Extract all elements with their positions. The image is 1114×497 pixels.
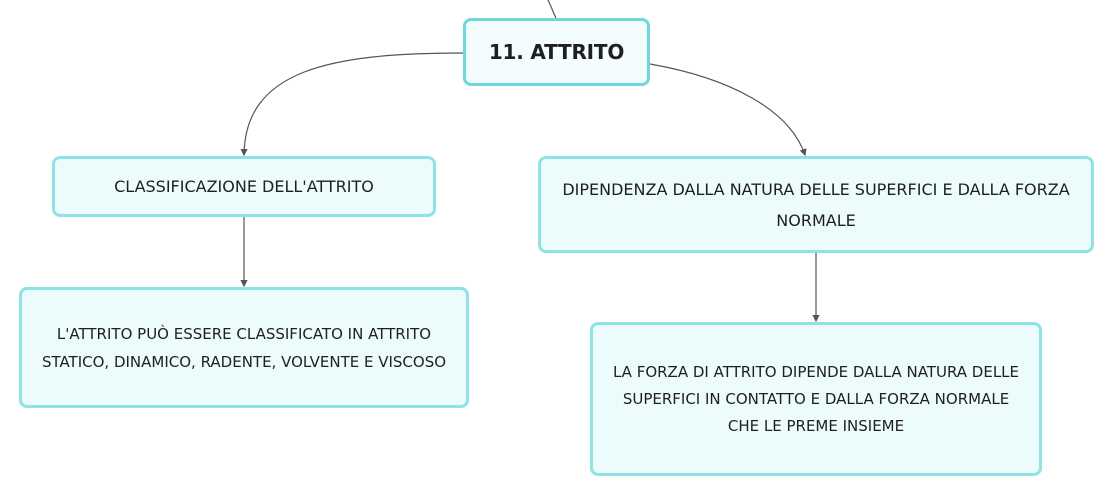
- detail-node-classificazione[interactable]: L'ATTRITO PUÒ ESSERE CLASSIFICATO IN ATT…: [19, 287, 469, 408]
- detail-label-dipendenza: LA FORZA DI ATTRITO DIPENDE DALLA NATURA…: [612, 362, 1020, 435]
- connector-root-to-dipendenza: [649, 63, 807, 157]
- topic-label-dipendenza: DIPENDENZA DALLA NATURA DELLE SUPERFICI …: [562, 179, 1070, 230]
- topic-label-classificazione: CLASSIFICAZIONE DELL'ATTRITO: [114, 177, 374, 196]
- root-topic-node[interactable]: 11. ATTRITO: [463, 18, 650, 86]
- topic-node-dipendenza[interactable]: DIPENDENZA DALLA NATURA DELLE SUPERFICI …: [538, 156, 1094, 253]
- detail-node-dipendenza[interactable]: LA FORZA DI ATTRITO DIPENDE DALLA NATURA…: [590, 322, 1042, 476]
- incoming-connector: [547, 0, 557, 19]
- root-topic-label: 11. ATTRITO: [488, 40, 625, 64]
- detail-label-classificazione: L'ATTRITO PUÒ ESSERE CLASSIFICATO IN ATT…: [41, 324, 447, 371]
- topic-node-classificazione[interactable]: CLASSIFICAZIONE DELL'ATTRITO: [52, 156, 436, 217]
- connector-root-to-classificazione: [240, 52, 464, 157]
